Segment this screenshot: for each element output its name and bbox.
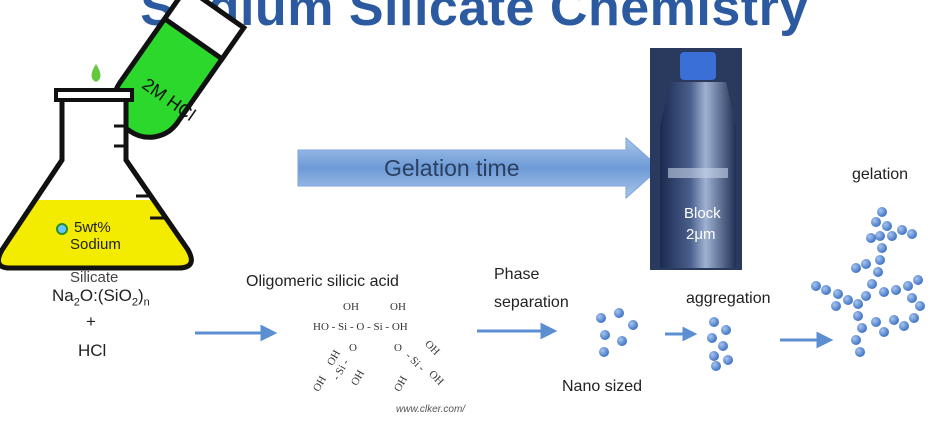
page-title: Sodium Silicate Chemistry — [140, 0, 809, 37]
process-arrow — [195, 324, 278, 342]
gelation-time-arrow — [297, 136, 661, 200]
phase-label: Phase — [494, 266, 540, 283]
gelation-time-label: Gelation time — [384, 155, 520, 181]
gel-network — [811, 207, 925, 357]
acid-drop — [91, 64, 101, 82]
block-size-label: 2μm — [686, 226, 716, 243]
plus-sign: + — [86, 312, 96, 331]
chem-o: O — [349, 342, 357, 354]
reactant-formula: Na2O:(SiO2)n — [52, 286, 150, 309]
process-arrow — [780, 331, 834, 349]
chem-backbone: HO - Si - O - Si - OH — [313, 321, 408, 333]
separation-label: separation — [494, 294, 569, 311]
flask-label-sodium: Sodium — [70, 236, 121, 253]
flask-label-silicate: Silicate — [70, 269, 119, 286]
chem-o: O — [394, 342, 402, 354]
chem-oh: OH — [343, 301, 359, 313]
oligomeric-label: Oligomeric silicic acid — [246, 273, 399, 290]
aggregation-label: aggregation — [686, 290, 771, 307]
test-tube — [111, 0, 248, 140]
process-arrow — [665, 326, 698, 342]
gelation-label: gelation — [852, 166, 909, 183]
nano-particles — [596, 308, 638, 357]
flask-label-concentration: 5wt% — [74, 219, 111, 236]
flask — [0, 88, 194, 271]
block-label: Block — [684, 205, 721, 222]
image-credit: www.clker.com/ — [396, 404, 466, 415]
process-arrow — [477, 322, 558, 340]
bottle-photo — [650, 48, 742, 270]
nano-sized-label: Nano sized — [562, 378, 643, 395]
hcl-label: HCl — [78, 341, 107, 360]
aggregate-cluster — [707, 317, 733, 371]
chem-oh: OH — [390, 301, 406, 313]
